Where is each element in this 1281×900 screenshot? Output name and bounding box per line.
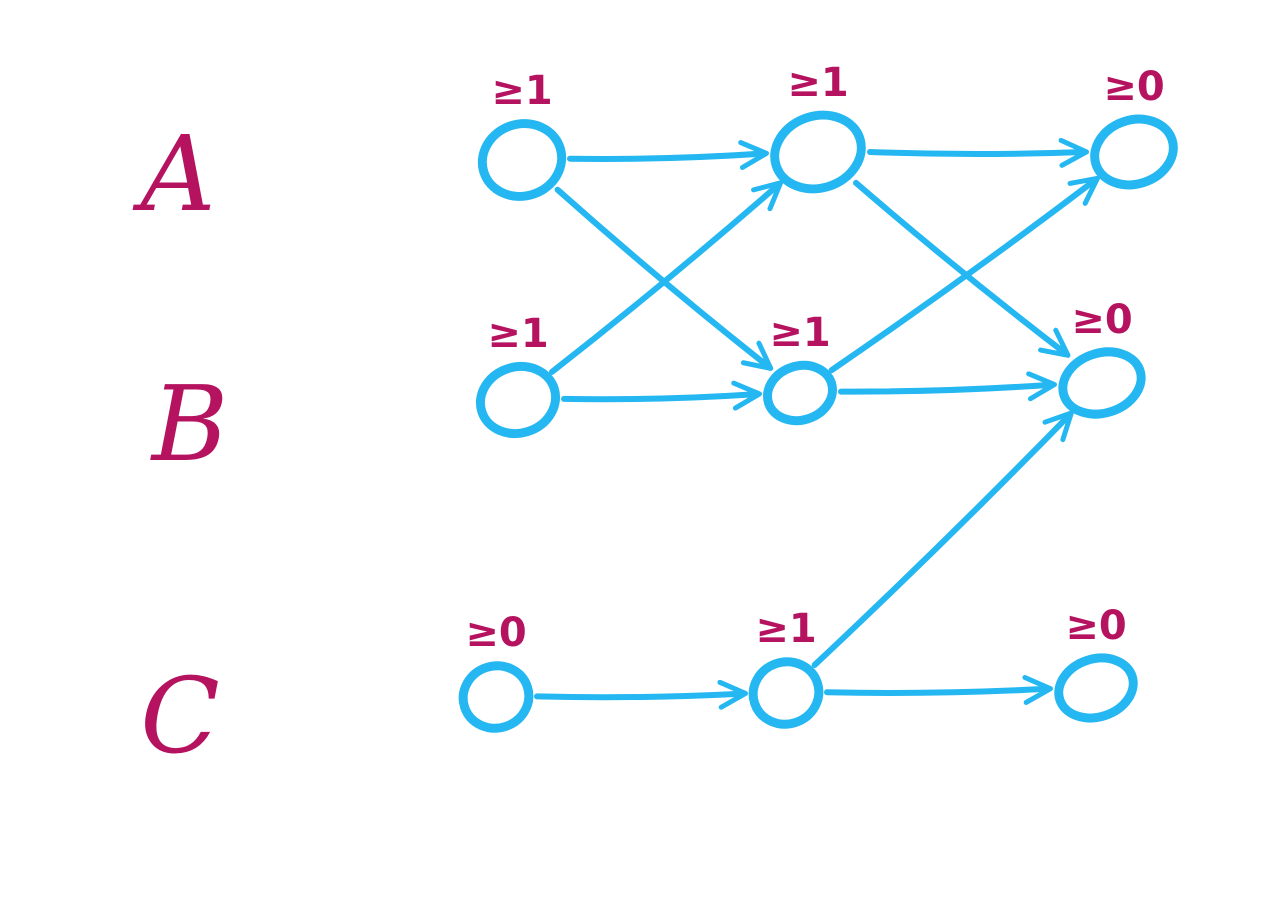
node-threshold-label: ≥0 (1065, 603, 1126, 649)
edge-b1-to-b2 (561, 380, 762, 411)
node-threshold-label: ≥1 (769, 310, 830, 356)
edges-layer (534, 137, 1100, 710)
node-circle (770, 110, 866, 194)
node-threshold-label: ≥0 (465, 610, 526, 656)
node-a1: ≥1 (477, 68, 567, 201)
node-c3: ≥0 (1054, 603, 1138, 723)
node-c1: ≥0 (458, 610, 534, 733)
edge-c1-to-c2 (534, 679, 748, 710)
node-b1: ≥1 (475, 311, 561, 439)
edge-b2-to-b3 (838, 371, 1057, 402)
node-circle (1054, 653, 1138, 723)
node-circle (475, 361, 561, 439)
node-threshold-label: ≥0 (1103, 64, 1164, 110)
edge-a2-to-a3 (867, 137, 1089, 168)
node-threshold-label: ≥0 (1071, 297, 1132, 343)
edge-a1-to-a2 (567, 140, 769, 170)
node-b2: ≥1 (763, 310, 837, 426)
node-circle (458, 661, 534, 733)
edge-b2-to-a3 (828, 175, 1100, 374)
node-b3: ≥0 (1058, 297, 1146, 419)
node-threshold-label: ≥1 (491, 68, 552, 114)
node-circle (763, 360, 837, 426)
row-label-b: B (150, 363, 228, 485)
edge-c2-to-b3 (811, 410, 1074, 668)
nodes-layer: ≥1 ≥1 ≥0 ≥1 ≥1 ≥0 ≥0 ≥1 ≥0 (458, 60, 1178, 733)
edge-a2-to-b3 (853, 179, 1071, 358)
row-labels-layer: A B C (132, 113, 228, 777)
edge-b1-to-a2 (549, 180, 784, 375)
node-a3: ≥0 (1090, 64, 1178, 190)
edge-c2-to-c3 (824, 674, 1053, 705)
row-label-c: C (140, 655, 220, 777)
node-threshold-label: ≥1 (487, 311, 548, 357)
node-threshold-label: ≥1 (787, 60, 848, 106)
node-circle (1090, 114, 1178, 190)
node-c2: ≥1 (748, 606, 824, 729)
node-a2: ≥1 (770, 60, 866, 194)
node-circle (477, 119, 567, 201)
node-circle (748, 657, 824, 729)
node-threshold-label: ≥1 (755, 606, 816, 652)
node-circle (1058, 347, 1146, 419)
row-label-a: A (132, 113, 215, 235)
